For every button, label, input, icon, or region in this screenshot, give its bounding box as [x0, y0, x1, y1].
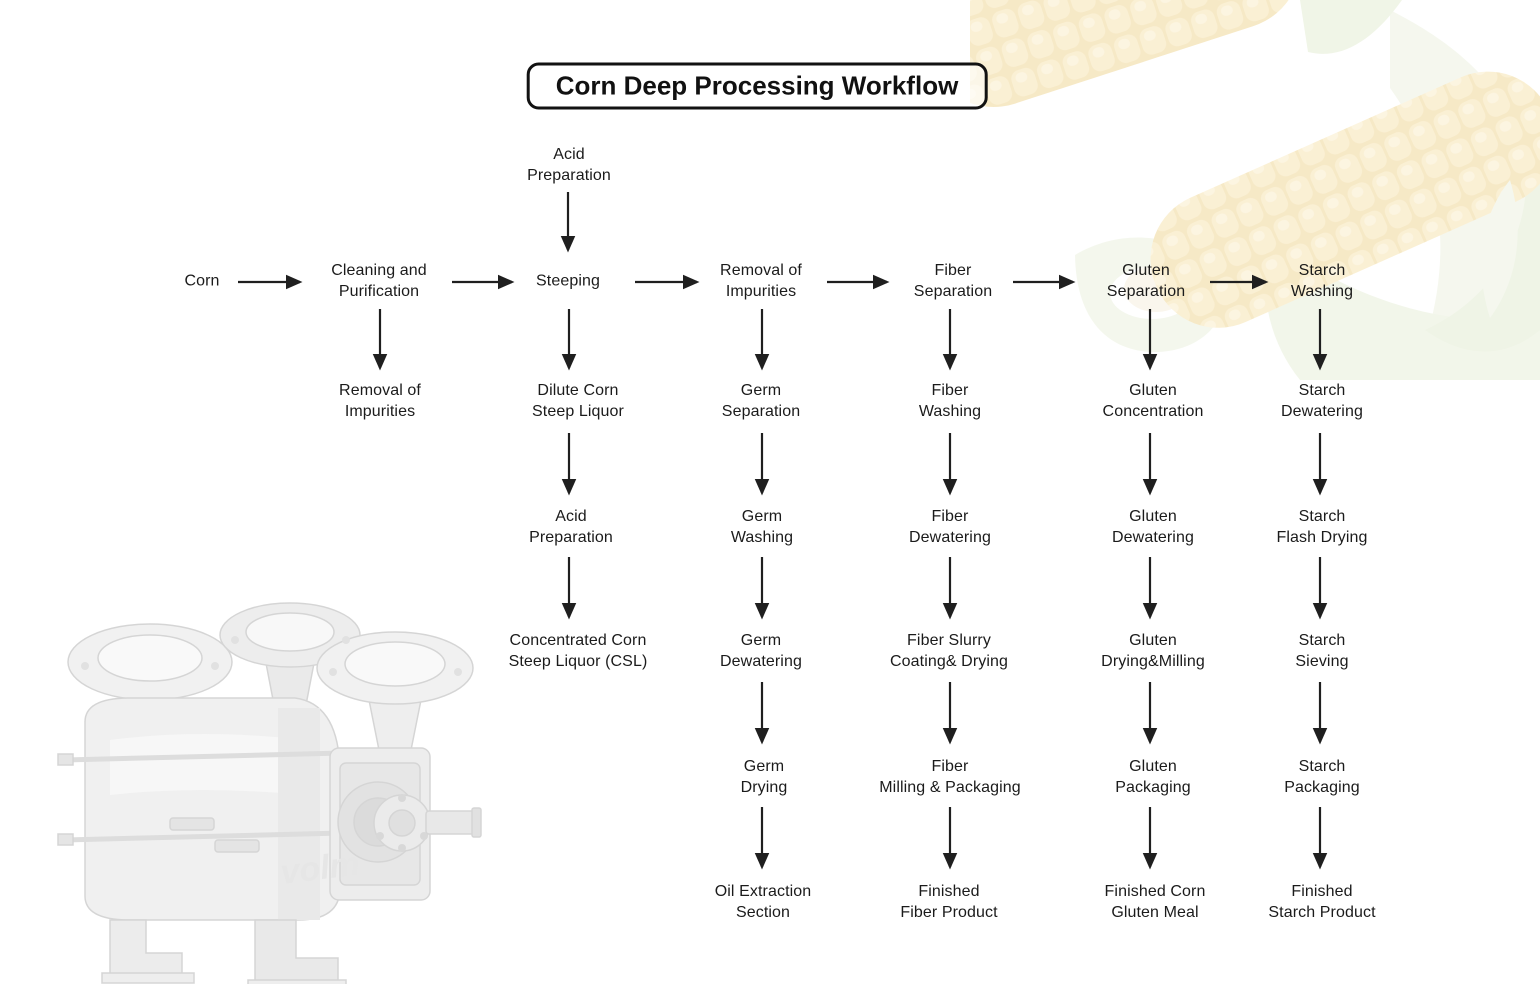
node-corn: Corn	[184, 272, 220, 290]
node-steeping: Steeping	[536, 272, 600, 290]
node-gluten-concentration: Gluten Concentration	[1102, 382, 1204, 420]
node-starch-packaging: Starch Packaging	[1284, 758, 1360, 796]
node-oil-extraction-section: Oil Extraction Section	[714, 883, 812, 921]
node-finished-corn-gluten-meal: Finished Corn Gluten Meal	[1104, 883, 1206, 921]
node-gluten-dewatering: Gluten Dewatering	[1112, 508, 1194, 546]
node-cleaning-purification: Cleaning and Purification	[331, 262, 427, 300]
node-removal-impurities-main: Removal of Impurities	[720, 262, 802, 300]
node-concentrated-csl: Concentrated Corn Steep Liquor (CSL)	[508, 632, 648, 670]
node-germ-washing: Germ Washing	[730, 508, 794, 546]
node-fiber-separation: Fiber Separation	[913, 262, 993, 300]
node-starch-washing: Starch Washing	[1290, 262, 1354, 300]
node-gluten-packaging: Gluten Packaging	[1115, 758, 1191, 796]
corn-illustration	[970, 0, 1540, 380]
node-dilute-corn-steep-liquor: Dilute Corn Steep Liquor	[532, 382, 624, 420]
node-acid-preparation-input: Acid Preparation	[527, 146, 611, 184]
pump-illustration: volm	[57, 602, 482, 984]
node-fiber-milling-packaging: Fiber Milling & Packaging	[879, 758, 1021, 796]
node-germ-separation: Germ Separation	[721, 382, 801, 420]
node-fiber-washing: Fiber Washing	[918, 382, 982, 420]
node-starch-flash-drying: Starch Flash Drying	[1276, 508, 1368, 546]
node-starch-dewatering: Starch Dewatering	[1281, 382, 1363, 420]
node-germ-drying: Germ Drying	[740, 758, 788, 796]
corn-photo	[970, 0, 1540, 380]
pump-photo: volm	[57, 602, 482, 984]
node-finished-starch-product: Finished Starch Product	[1268, 883, 1376, 921]
node-starch-sieving: Starch Sieving	[1295, 632, 1349, 670]
node-acid-preparation: Acid Preparation	[529, 508, 613, 546]
page-title: Corn Deep Processing Workflow	[526, 62, 988, 110]
node-germ-dewatering: Germ Dewatering	[720, 632, 802, 670]
node-gluten-drying-milling: Gluten Drying&Milling	[1101, 632, 1205, 670]
node-fiber-slurry-coating-drying: Fiber Slurry Coating& Drying	[890, 632, 1008, 670]
node-gluten-separation: Gluten Separation	[1106, 262, 1186, 300]
node-finished-fiber-product: Finished Fiber Product	[900, 883, 998, 921]
node-fiber-dewatering: Fiber Dewatering	[909, 508, 991, 546]
node-removal-impurities-sub: Removal of Impurities	[339, 382, 421, 420]
